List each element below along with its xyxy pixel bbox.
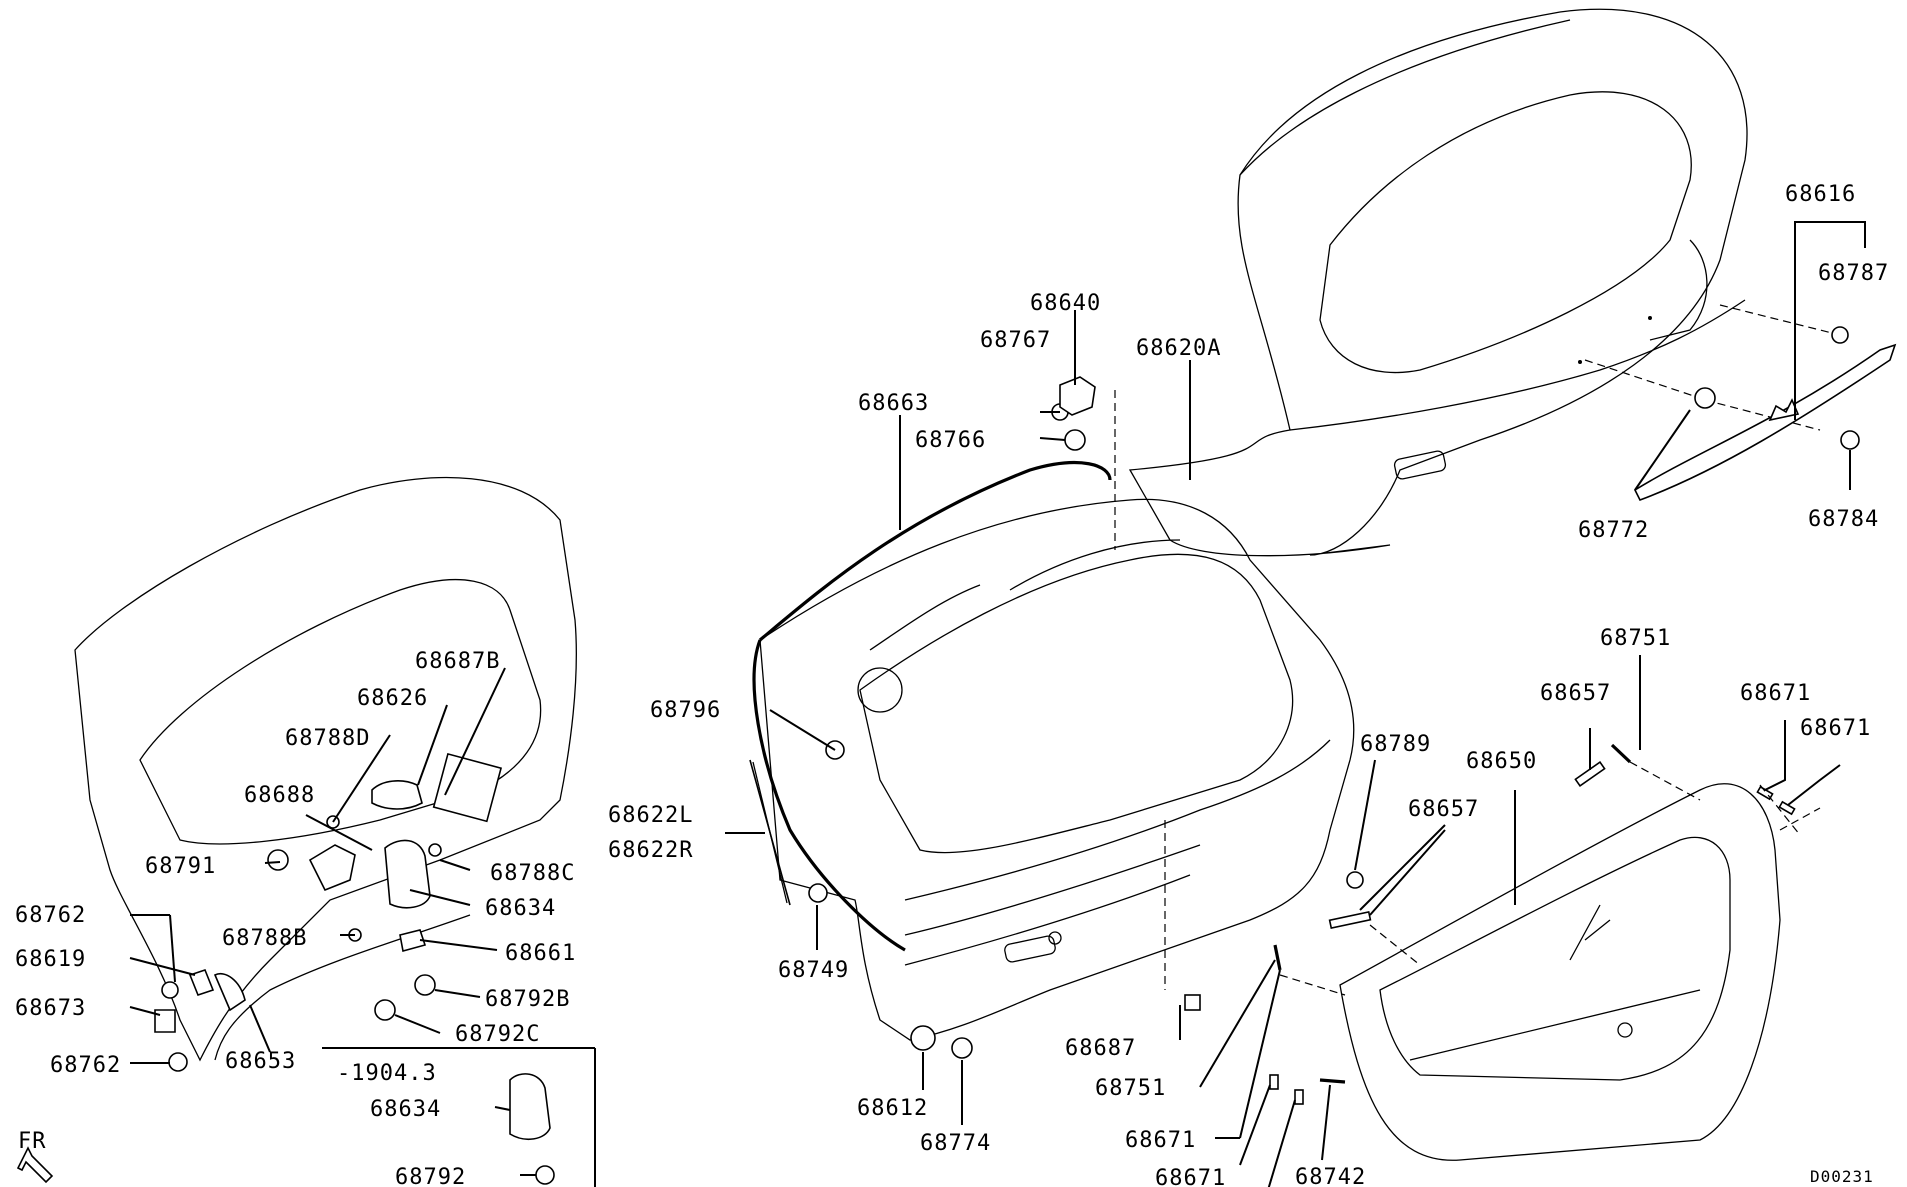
label-68657-a: 68657 [1540, 681, 1611, 706]
weatherstrip [752, 461, 1112, 952]
door-glass [1339, 783, 1781, 1161]
label-68622l: 68622L [608, 803, 693, 828]
glass-leaders [1215, 655, 1841, 1187]
tailgate-assembly [759, 498, 1355, 1041]
label-68792: 68792 [395, 1165, 466, 1187]
label-68616: 68616 [1785, 182, 1856, 207]
label-68762-b: 68762 [50, 1053, 121, 1078]
label-68619: 68619 [15, 947, 86, 972]
label-68622r: 68622R [608, 838, 693, 863]
label-68663: 68663 [858, 391, 929, 416]
label-68626: 68626 [357, 686, 428, 711]
label-68751-b: 68751 [1095, 1076, 1166, 1101]
label-68791: 68791 [145, 854, 216, 879]
label-68784: 68784 [1808, 507, 1879, 532]
left-leaders [129, 667, 596, 1187]
label-68766: 68766 [915, 428, 986, 453]
label-68671-c: 68671 [1125, 1128, 1196, 1153]
label-68640: 68640 [1030, 291, 1101, 316]
label-68742: 68742 [1295, 1165, 1366, 1187]
label-68789: 68789 [1360, 732, 1431, 757]
label-68774: 68774 [920, 1131, 991, 1156]
label-68657-b: 68657 [1408, 797, 1479, 822]
label-68612: 68612 [857, 1096, 928, 1121]
center-leaders [725, 310, 1446, 1125]
label-68751-a: 68751 [1600, 626, 1671, 651]
garnish-strip [1633, 326, 1897, 502]
label-68687b: 68687B [415, 649, 500, 674]
label-68673: 68673 [15, 996, 86, 1021]
tailgate-outer-view [1128, 8, 1841, 557]
label-68788c: 68788C [490, 861, 575, 886]
label-68749: 68749 [778, 958, 849, 983]
label-fr: FR [18, 1129, 47, 1154]
lock-parts-left [154, 752, 555, 1185]
label-68772: 68772 [1578, 518, 1649, 543]
label-68687: 68687 [1065, 1036, 1136, 1061]
label-68671-b: 68671 [1800, 716, 1871, 741]
label-68767: 68767 [980, 328, 1051, 353]
label-68792c: 68792C [455, 1022, 540, 1047]
label-68671-d: 68671 [1155, 1166, 1226, 1187]
label-68688: 68688 [244, 783, 315, 808]
label-68787: 68787 [1818, 261, 1889, 286]
label-68653: 68653 [225, 1049, 296, 1074]
label-68634-b: 68634 [370, 1097, 441, 1122]
label-68671-a: 68671 [1740, 681, 1811, 706]
label-68796: 68796 [650, 698, 721, 723]
label-68620a: 68620A [1136, 336, 1221, 361]
label-68788d: 68788D [285, 726, 370, 751]
label-range: -1904.3 [337, 1061, 437, 1086]
part-labels: 68616 68787 68640 68767 68620A 68663 687… [15, 182, 1889, 1187]
label-68650: 68650 [1466, 749, 1537, 774]
label-68788b: 68788B [222, 926, 307, 951]
label-68661: 68661 [505, 941, 576, 966]
label-68792b: 68792B [485, 987, 570, 1012]
gas-stay [749, 759, 791, 906]
label-68634-a: 68634 [485, 896, 556, 921]
label-68762-a: 68762 [15, 903, 86, 928]
diagram-code: D00231 [1810, 1167, 1874, 1186]
front-direction-arrow [16, 1146, 54, 1184]
